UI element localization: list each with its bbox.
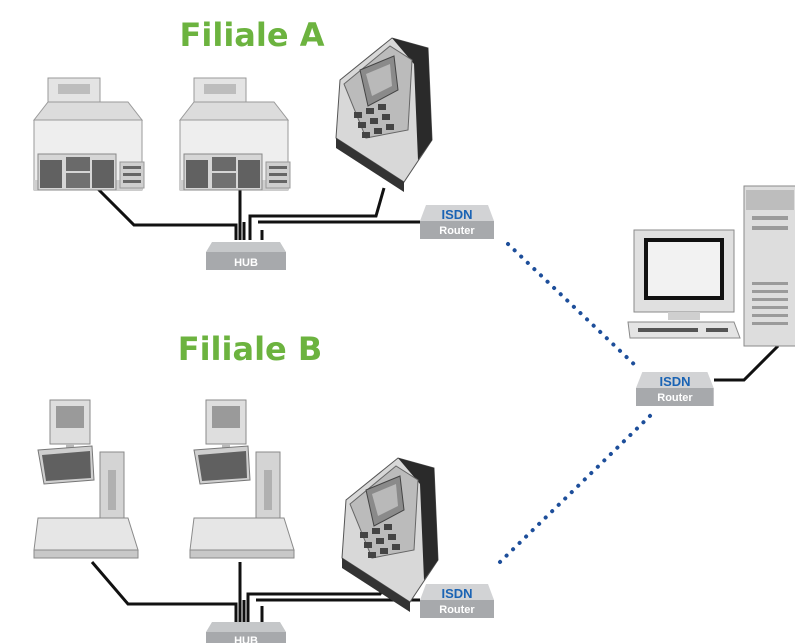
branch-a-cables [92, 183, 420, 240]
central-router-bottom-label: Router [657, 392, 693, 404]
isdn-links [498, 242, 656, 564]
central-workstation [627, 185, 795, 347]
branch-a-counter-scale-2 [179, 77, 291, 191]
branch-b-pos-terminal [341, 457, 439, 613]
branch-b-tower-scale-1 [33, 399, 139, 559]
central-isdn-router: ISDN Router [636, 372, 714, 406]
branch-b-router-bottom-label: Router [439, 604, 475, 616]
branch-a-router-top-label: ISDN [441, 207, 472, 222]
branch-b-tower-scale-2 [189, 399, 295, 559]
branch-a-title: Filiale A [180, 16, 325, 54]
branch-b-router-top-label: ISDN [441, 586, 472, 601]
branch-b-hub-label: HUB [234, 635, 258, 643]
branch-a-hub: HUB [206, 242, 286, 270]
branch-a-pos-terminal [335, 37, 433, 193]
branch-a-isdn-router: ISDN Router [420, 205, 494, 239]
branch-b-title: Filiale B [178, 330, 323, 368]
branch-a-hub-label: HUB [234, 257, 258, 269]
branch-a-router-bottom-label: Router [439, 225, 475, 237]
branch-b-hub: HUB [206, 622, 286, 643]
central-cable [714, 344, 780, 382]
central-router-top-label: ISDN [659, 374, 690, 389]
branch-a-counter-scale-1 [33, 77, 145, 191]
branch-b-isdn-router: ISDN Router [420, 584, 494, 618]
